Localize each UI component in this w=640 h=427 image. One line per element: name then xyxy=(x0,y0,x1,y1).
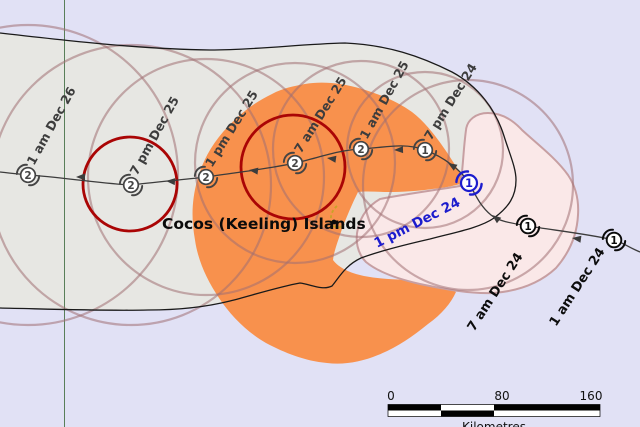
cyclone-symbol: 2 xyxy=(118,173,144,197)
cyclone-symbol: 1 xyxy=(412,138,438,162)
svg-text:2: 2 xyxy=(357,144,364,156)
svg-text:2: 2 xyxy=(202,172,209,184)
svg-text:2: 2 xyxy=(291,158,298,170)
atoll-outline xyxy=(330,205,345,229)
cyclone-symbol-past: 1 xyxy=(515,214,541,238)
highlight-uncertainty-circles xyxy=(81,113,347,233)
svg-text:1: 1 xyxy=(524,221,531,233)
cyclone-symbol: 2 xyxy=(15,163,41,187)
place-label-group: Cocos (Keeling) Islands xyxy=(162,215,366,233)
track-direction-arrows xyxy=(76,146,582,243)
scalebar-unit: Kilometres xyxy=(462,420,526,427)
cyclone-symbol: 2 xyxy=(282,151,308,175)
svg-text:1: 1 xyxy=(465,176,473,190)
cyclone-symbols: 2 2 2 2 2 1 xyxy=(15,137,627,252)
position-uncertainty-rings xyxy=(0,23,575,327)
scalebar-tick: 160 xyxy=(580,389,603,403)
likely-tracks-boundary xyxy=(0,32,517,311)
past-uncertainty-area xyxy=(355,111,580,295)
place-marker-dot xyxy=(331,219,337,225)
svg-text:1: 1 xyxy=(610,235,617,247)
scalebar-tick: 0 xyxy=(387,389,395,403)
cyclone-symbol-current: 1 xyxy=(455,170,483,196)
cyclone-symbol: 2 xyxy=(193,165,219,189)
scalebar-tick: 80 xyxy=(494,389,509,403)
svg-text:2: 2 xyxy=(24,170,31,182)
scalebar: 0 80 160 Kilometres xyxy=(387,389,602,427)
cyclone-symbol-past: 1 xyxy=(601,228,627,252)
svg-text:1: 1 xyxy=(421,145,428,157)
place-label: Cocos (Keeling) Islands xyxy=(162,215,366,233)
svg-text:2: 2 xyxy=(127,180,134,192)
warning-zone xyxy=(192,82,468,364)
cyclone-symbol: 2 xyxy=(348,137,374,161)
